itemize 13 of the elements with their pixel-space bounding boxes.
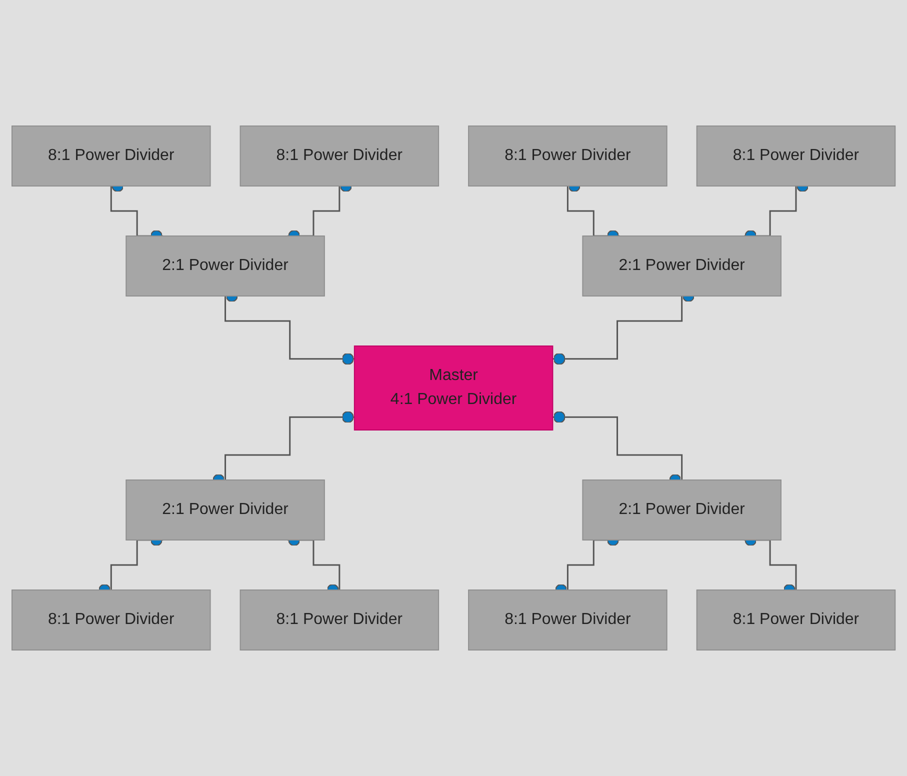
node-box: 8:1 Power Divider [240,126,439,186]
node-box: Master 4:1 Power Divider [354,346,554,430]
node-box: 2:1 Power Divider [126,480,325,540]
node-box: 8:1 Power Divider [468,126,668,186]
node-box: 8:1 Power Divider [11,126,211,186]
node-box: 8:1 Power Divider [468,590,668,650]
node-box: 8:1 Power Divider [696,590,896,650]
node-box: 8:1 Power Divider [696,126,896,186]
node-box: 2:1 Power Divider [582,480,782,540]
node-box: 2:1 Power Divider [582,236,782,296]
node-box: 8:1 Power Divider [11,590,211,650]
node-box: 8:1 Power Divider [240,590,439,650]
node-box: 2:1 Power Divider [126,236,325,296]
